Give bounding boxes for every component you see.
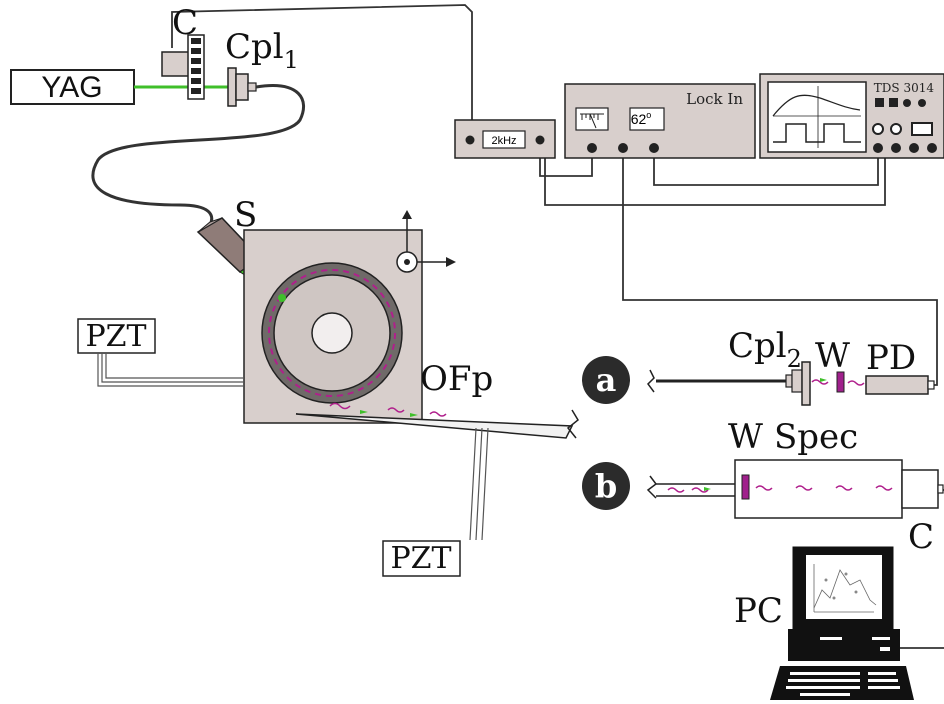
input-fiber [91,84,305,226]
coupler1-sub: 1 [284,46,299,74]
scope-label: TDS 3014 [874,81,935,95]
marker-b: b [595,467,617,505]
frequency-generator: 2kHz [454,119,556,159]
detection-path-a: a Cpl2 W PD [582,326,935,406]
chopper: C [161,3,205,100]
pzt-left-label: PZT [85,319,146,354]
pc-label: PC [734,591,783,631]
coupler1-label: Cpl [225,27,284,67]
pzt-left: PZT [77,318,244,387]
coupler2-label: Cpl [728,326,787,366]
chopper-label: C [172,3,198,43]
camera-label: C [908,517,934,557]
window-b-label: W [728,417,763,457]
fiber-probe: OFp [295,359,579,541]
spec-label: Spec [774,417,858,457]
pzt-bottom-label: PZT [390,541,451,576]
yag-laser: YAG [10,69,135,105]
resonator-stage [243,210,456,424]
photodiode-label: PD [866,338,916,378]
taper-label: S [234,195,257,235]
lockin-phase-unit: o [646,110,651,120]
svg-text:62o: 62o [631,110,652,127]
lockin-phase: 62 [631,111,647,127]
svg-text:Cpl1: Cpl1 [225,27,299,74]
oscilloscope: TDS 3014 [759,73,944,159]
signal-cables [171,4,944,649]
marker-a: a [596,361,617,399]
detection-path-b: b W Spec C [582,417,944,557]
freq-label: 2kHz [491,135,516,147]
pzt-bottom: PZT [382,540,461,577]
window-a-label: W [815,336,850,376]
lockin-label: Lock In [686,90,743,108]
coupler-1: Cpl1 [225,27,299,107]
computer: PC [734,546,914,700]
ofp-label: OFp [420,359,493,399]
svg-text:Cpl2: Cpl2 [728,326,802,373]
yag-label: YAG [41,71,102,104]
lock-in-amplifier: 62o Lock In [564,83,756,159]
coupler2-sub: 2 [787,345,802,373]
